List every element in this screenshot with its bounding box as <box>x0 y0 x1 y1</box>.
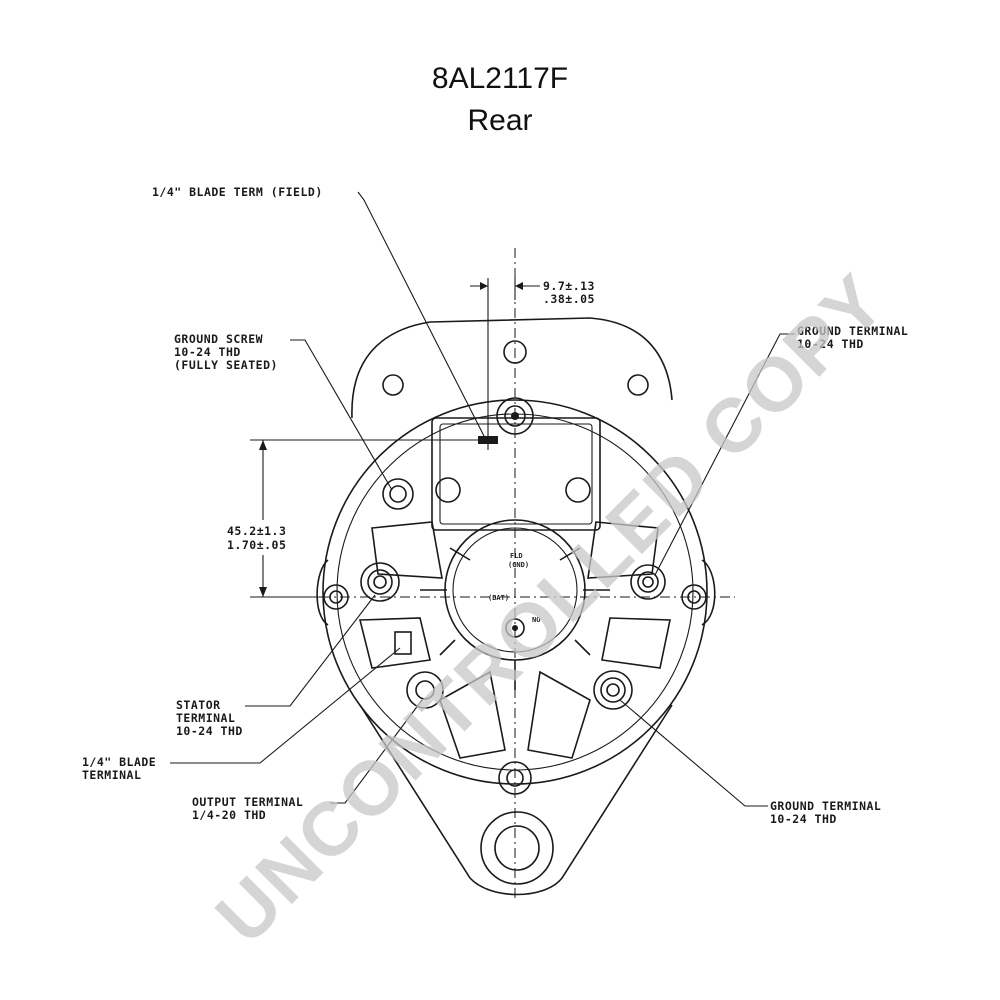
leader-stator <box>245 594 376 707</box>
dimension-top: 9.7±.13 .38±.05 <box>470 278 595 450</box>
callout-labels: 1/4" BLADE TERM (FIELD) GROUND SCREW 10-… <box>82 185 908 826</box>
vent-slot-lower-left <box>439 670 506 759</box>
right-ear-bolt-inner <box>687 590 701 604</box>
label-blade-terminal-title: 1/4" BLADE <box>82 755 156 769</box>
view-subtitle: Rear <box>467 104 532 137</box>
dim-top-inch: .38±.05 <box>543 292 595 306</box>
vent-slot-upper-left <box>371 521 443 579</box>
dim-left-metric: 45.2±1.3 <box>227 524 286 538</box>
right-ear-bolt <box>681 584 707 610</box>
label-ground-terminal-upper-thread: 10-24 THD <box>797 337 864 351</box>
hub-inner <box>452 527 578 653</box>
top-through-bolt-center <box>511 412 519 420</box>
label-ground-terminal-lower-thread: 10-24 THD <box>770 812 837 826</box>
ground-screw-inner <box>389 485 407 503</box>
output-terminal <box>406 671 444 709</box>
uncontrolled-copy-watermark: UNCONTROLLED COPY <box>200 258 902 960</box>
callout-leaders <box>170 191 795 807</box>
label-ground-screw-thread: 10-24 THD <box>174 345 241 359</box>
regulator-housing <box>431 417 601 531</box>
lower-ground-terminal-nut <box>600 677 626 703</box>
leader-output-terminal <box>330 699 423 804</box>
leader-ground-terminal-upper <box>654 333 795 576</box>
blade-terminal <box>394 631 412 655</box>
left-side-ear <box>316 559 329 626</box>
label-ground-screw-title: GROUND SCREW <box>174 332 263 346</box>
top-right-ear-bolt <box>627 374 649 396</box>
regulator-screw-right <box>565 477 591 503</box>
stator-terminal <box>360 562 400 602</box>
lower-ground-terminal-stud <box>606 683 620 697</box>
top-through-bolt <box>496 397 534 435</box>
right-side-ear <box>701 559 716 626</box>
leader-ground-terminal-lower <box>619 699 768 807</box>
vent-slots <box>358 521 671 759</box>
bottom-lug-hole <box>494 825 540 871</box>
regulator-outline <box>431 417 601 531</box>
dim-top-metric: 9.7±.13 <box>543 279 595 293</box>
hub-label-no: NO <box>532 616 540 624</box>
top-left-ear-bolt <box>382 374 404 396</box>
label-output-terminal-thread: 1/4-20 THD <box>192 808 266 822</box>
dim-arrowhead-right <box>515 282 523 290</box>
top-bolt <box>503 340 527 364</box>
label-output-terminal-title: OUTPUT TERMINAL <box>192 795 303 809</box>
right-ground-terminal-stud <box>642 576 654 588</box>
label-stator-title: STATOR <box>176 698 221 712</box>
lower-ground-terminal <box>593 670 633 710</box>
hub-label-bat: (BAT) <box>488 594 509 602</box>
fasteners <box>323 340 707 795</box>
hub-spoke <box>559 547 581 561</box>
dimension-left: 45.2±1.3 1.70±.05 <box>227 439 480 598</box>
top-mounting-ear <box>351 317 673 419</box>
output-terminal-stud <box>415 680 435 700</box>
right-ground-terminal-nut <box>637 571 659 593</box>
dim-left-arrowhead-top <box>259 440 267 450</box>
hub-spoke <box>449 547 471 561</box>
hub-label-fld: FLD <box>510 552 523 560</box>
dim-left-inch: 1.70±.05 <box>227 538 286 552</box>
centerlines <box>300 248 735 900</box>
ground-screw <box>382 478 414 510</box>
hub-spoke <box>439 639 456 656</box>
label-stator-type: TERMINAL <box>176 711 235 725</box>
vent-slot-mid-left <box>358 617 431 669</box>
hub-spoke <box>574 639 591 656</box>
dim-arrowhead-left <box>480 282 488 290</box>
bottom-mounting-lug <box>359 704 673 896</box>
bottom-lug-hole-outer <box>480 811 554 885</box>
vent-slot-mid-right <box>601 617 671 669</box>
label-ground-screw-note: (FULLY SEATED) <box>174 358 278 372</box>
right-ground-terminal <box>630 564 666 600</box>
stator-terminal-nut <box>367 569 393 595</box>
bottom-through-bolt <box>498 761 532 795</box>
label-blade-terminal-type: TERMINAL <box>82 768 141 782</box>
stator-terminal-stud <box>373 575 387 589</box>
vent-slot-upper-right <box>587 521 659 579</box>
part-number-title: 8AL2117F <box>432 62 568 95</box>
label-ground-terminal-lower-title: GROUND TERMINAL <box>770 799 881 813</box>
regulator-screw-left <box>435 477 461 503</box>
label-stator-thread: 10-24 THD <box>176 724 243 738</box>
hub-label-gnd: (GND) <box>508 561 529 569</box>
vent-slot-lower-right <box>527 670 591 759</box>
bottom-through-bolt-inner <box>506 769 524 787</box>
leader-blade-terminal <box>170 647 401 764</box>
rear-hub: FLD (GND) (BAT) NO <box>420 519 610 690</box>
label-blade-term-field: 1/4" BLADE TERM (FIELD) <box>152 185 323 199</box>
leader-ground-screw <box>290 339 393 491</box>
regulator-inner <box>439 423 593 525</box>
hub-bolt-center <box>512 625 518 631</box>
label-ground-terminal-upper-title: GROUND TERMINAL <box>797 324 908 338</box>
dim-left-arrowhead-bottom <box>259 587 267 597</box>
leader-blade-field <box>357 191 486 439</box>
hub-bolt <box>505 618 525 638</box>
top-through-bolt-inner <box>504 405 526 427</box>
